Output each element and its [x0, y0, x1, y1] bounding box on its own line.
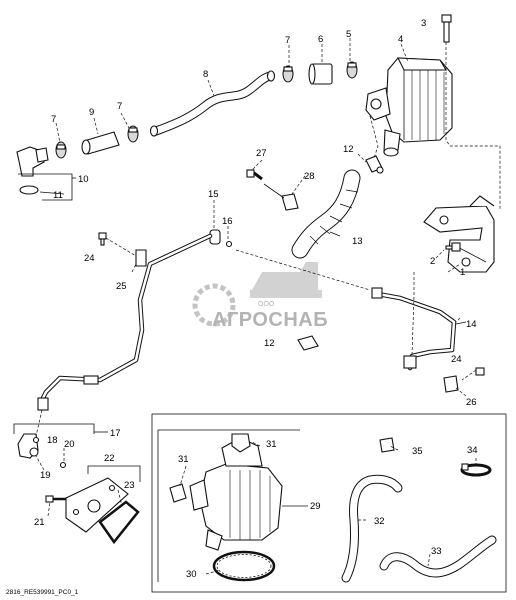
callout-30: 30	[186, 569, 197, 580]
watermark-prefix: ООО	[258, 301, 275, 308]
watermark-logo: ООО АГРОСНАБ	[192, 262, 328, 331]
callout-35: 35	[412, 446, 423, 457]
drawing-code: 2816_RE539991_PC0_1	[6, 589, 79, 596]
hose-clamp	[346, 61, 358, 79]
hose-clamp	[55, 141, 67, 159]
callout-23: 23	[124, 480, 135, 491]
callout-17: 17	[110, 428, 121, 439]
mounting-plate	[65, 477, 129, 533]
callout-33: 33	[431, 546, 442, 557]
callout-25: 25	[116, 281, 127, 292]
coolant-hose	[379, 535, 497, 578]
callout-7: 7	[117, 101, 122, 112]
callout-26: 26	[466, 397, 477, 408]
bolt	[445, 242, 461, 252]
callout-21: 21	[34, 517, 45, 528]
inset-frame	[151, 413, 507, 593]
callout-31: 31	[266, 439, 277, 450]
hose-clip	[263, 183, 299, 211]
hose-clip	[379, 437, 395, 453]
flexible-hose	[291, 169, 361, 259]
callout-10: 10	[78, 174, 89, 185]
callout-6: 6	[318, 34, 323, 45]
callout-19: 19	[40, 470, 51, 481]
callout-18: 18	[47, 435, 58, 446]
line-clip	[135, 249, 147, 267]
callout-24: 24	[451, 354, 462, 365]
air-line-tube	[37, 233, 213, 411]
callout-3: 3	[421, 18, 426, 29]
bolt	[98, 232, 107, 246]
elbow-fitting	[16, 146, 49, 177]
bolt	[246, 169, 263, 181]
seal-ring	[212, 550, 276, 582]
callout-4: 4	[398, 34, 403, 45]
bolt	[475, 367, 485, 376]
callout-11: 11	[53, 190, 63, 201]
callout-24: 24	[84, 253, 95, 264]
callout-27: 27	[256, 148, 267, 159]
bolt	[441, 14, 452, 43]
coolant-hose	[341, 474, 403, 583]
air-pump-assembly	[365, 57, 453, 157]
callout-32: 32	[374, 516, 385, 527]
callout-12: 12	[343, 144, 354, 155]
pump-assembly	[189, 437, 283, 551]
callout-22: 22	[104, 453, 115, 464]
callout-15: 15	[208, 189, 219, 200]
callout-9: 9	[89, 107, 94, 118]
o-ring	[59, 461, 67, 469]
bolt	[45, 495, 66, 503]
callout-29: 29	[310, 501, 321, 512]
o-ring	[19, 185, 39, 195]
callout-2: 2	[430, 256, 435, 267]
connector-fitting	[365, 155, 384, 174]
callout-34: 34	[467, 445, 478, 456]
gasket	[98, 500, 140, 545]
callout-14: 14	[466, 319, 477, 330]
short-hose	[297, 335, 319, 351]
hose-clamp	[282, 65, 294, 83]
callout-16: 16	[222, 216, 233, 227]
callout-5: 5	[346, 29, 351, 40]
coupler-sleeve	[308, 63, 333, 85]
watermark-brand: АГРОСНАБ	[212, 309, 328, 331]
elbow-fitting	[231, 433, 251, 453]
line-clip	[443, 375, 459, 393]
air-line-tube	[371, 287, 457, 371]
callout-7: 7	[51, 114, 56, 125]
callout-1: 1	[460, 267, 465, 278]
callout-12: 12	[264, 338, 275, 349]
callout-31: 31	[178, 454, 189, 465]
callout-20: 20	[64, 439, 75, 450]
callout-28: 28	[304, 171, 315, 182]
callout-8: 8	[203, 69, 208, 80]
callout-7: 7	[285, 35, 290, 46]
intake-hose	[149, 70, 276, 137]
elbow-fitting	[169, 483, 187, 503]
callout-13: 13	[352, 236, 363, 247]
hose-sleeve	[81, 131, 120, 155]
hose-clamp	[127, 125, 139, 143]
